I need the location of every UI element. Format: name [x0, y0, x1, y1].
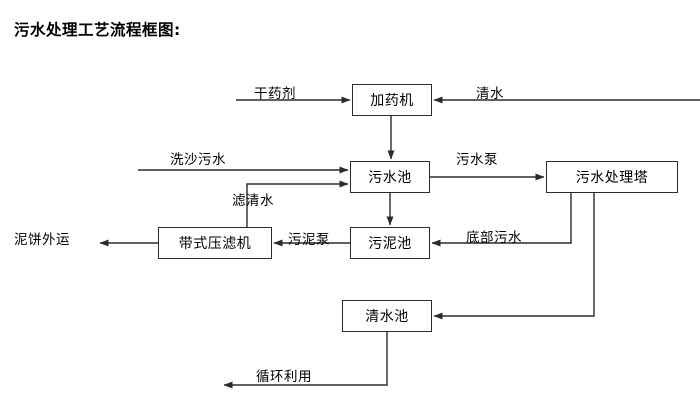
node-label: 带式压滤机	[178, 236, 252, 252]
node-belt-filter-press[interactable]: 带式压滤机	[158, 227, 272, 259]
terminal-label-sand-wash-wastewater: 洗沙污水	[170, 152, 226, 168]
node-wastewater-pool[interactable]: 污水池	[350, 161, 430, 193]
node-dosing-machine[interactable]: 加药机	[352, 84, 432, 116]
edge-label-filtered-water: 滤清水	[232, 193, 274, 209]
node-label: 加药机	[370, 93, 414, 109]
edge-label-wastewater-pump: 污水泵	[456, 152, 498, 168]
page-title: 污水处理工艺流程框图:	[14, 21, 181, 39]
edge-clean-water-pool-to-recycle	[223, 332, 388, 389]
edge-filtered-water-to-wastewater-pool	[246, 180, 349, 227]
edge-tower-to-clean-water-pool	[433, 193, 595, 320]
edge-tower-bottom-sewage-to-sludge-pool	[431, 193, 572, 247]
terminal-label-recycle-reuse: 循环利用	[256, 369, 312, 385]
terminal-label-dry-chemical: 干药剂	[254, 86, 296, 102]
terminal-label-mud-cake-transport: 泥饼外运	[14, 232, 70, 248]
node-label: 污水处理塔	[575, 170, 649, 186]
node-label: 污泥池	[368, 236, 412, 252]
node-treatment-tower[interactable]: 污水处理塔	[546, 161, 678, 193]
terminal-label-clean-water-inlet: 清水	[476, 86, 504, 102]
edge-label-sludge-pump: 污泥泵	[288, 232, 330, 248]
node-label: 清水池	[365, 309, 409, 325]
edge-label-bottom-sewage: 底部污水	[466, 230, 522, 246]
node-sludge-pool[interactable]: 污泥池	[350, 227, 430, 259]
node-label: 污水池	[368, 170, 412, 186]
node-clean-water-pool[interactable]: 清水池	[342, 300, 432, 332]
